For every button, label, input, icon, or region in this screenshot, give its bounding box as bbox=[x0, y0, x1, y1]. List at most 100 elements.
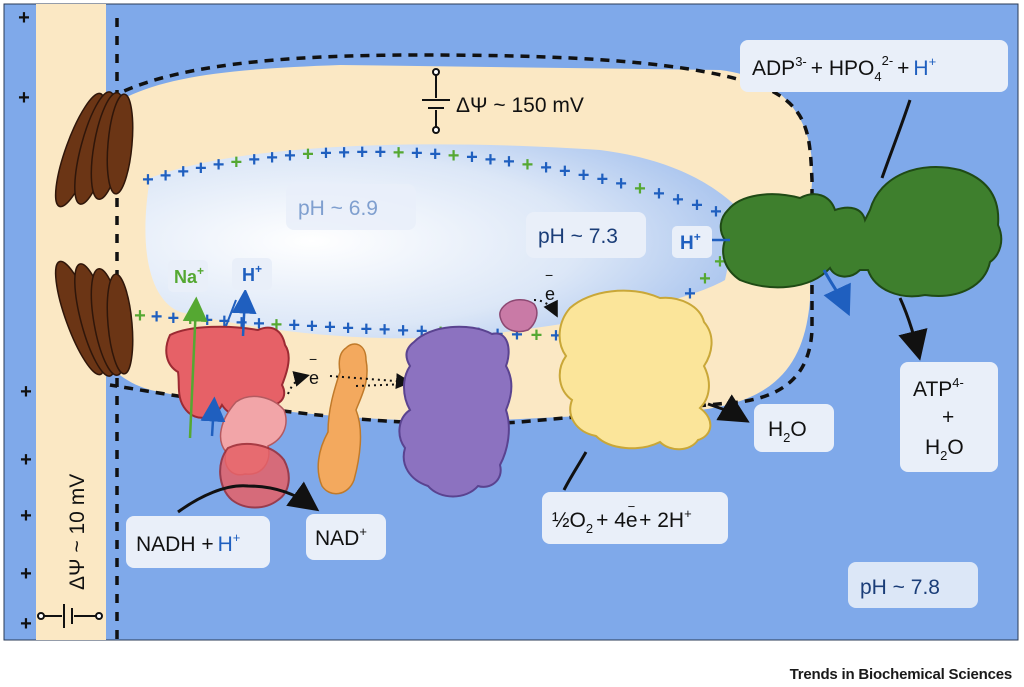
plus-sign: + bbox=[151, 306, 163, 328]
plus-sign: + bbox=[253, 313, 265, 335]
plus-sign: + bbox=[18, 87, 30, 109]
electron-path-4 bbox=[533, 299, 558, 318]
delta-psi-outer-label: ΔΨ ~ 10 mV bbox=[66, 474, 89, 590]
journal-credit: Trends in Biochemical Sciences bbox=[789, 666, 1013, 683]
oxygen-equation-box bbox=[542, 492, 728, 544]
plus-sign: + bbox=[578, 164, 590, 186]
electron-label-2: e bbox=[545, 284, 555, 304]
complex-iii bbox=[398, 325, 513, 498]
plus-sign: + bbox=[195, 157, 207, 179]
ph-ims-label: pH ~ 7.3 bbox=[538, 225, 618, 248]
plus-sign: + bbox=[448, 145, 460, 167]
plus-sign: + bbox=[356, 142, 368, 164]
plus-sign: + bbox=[615, 173, 627, 195]
sodium-label: Na+ bbox=[174, 264, 204, 287]
h-plus-synthase-box bbox=[672, 226, 712, 258]
plus-sign: + bbox=[248, 149, 260, 171]
plus-sign: + bbox=[213, 154, 225, 176]
oxygen-equation: ½O2+ 4e−+ 2H+ bbox=[552, 499, 692, 536]
plus-sign: + bbox=[18, 7, 30, 29]
electron-path-2 bbox=[329, 373, 412, 390]
water-arrow bbox=[707, 394, 750, 423]
electron-label-1: e bbox=[309, 368, 319, 388]
plus-sign: + bbox=[177, 161, 189, 183]
adp-equation: ADP3-+ HPO42-+H+ bbox=[752, 53, 936, 84]
plus-sign: + bbox=[416, 321, 428, 343]
cytochrome-c bbox=[499, 299, 538, 333]
proton-inward-arrow bbox=[200, 396, 226, 437]
water-label: H2O bbox=[768, 418, 807, 445]
plus-sign: + bbox=[218, 311, 230, 333]
adp-equation-box bbox=[740, 40, 1008, 92]
delta-psi-inner-label: ΔΨ ~ 150 mV bbox=[456, 94, 584, 117]
adp-arrow bbox=[880, 99, 912, 179]
plus-sign: + bbox=[511, 324, 523, 346]
atp-water: H2O bbox=[925, 436, 964, 463]
plus-sign: + bbox=[20, 449, 32, 471]
plus-sign: + bbox=[379, 319, 391, 341]
electron-bar-1: − bbox=[309, 351, 317, 367]
plus-sign: + bbox=[653, 183, 665, 205]
atp-synthase bbox=[719, 165, 1003, 298]
nad-label: NAD+ bbox=[315, 524, 367, 550]
plus-sign: + bbox=[167, 307, 179, 329]
oxygen-arrow bbox=[562, 451, 588, 491]
plus-sign: + bbox=[684, 283, 696, 305]
plus-sign: + bbox=[320, 143, 332, 165]
ph-matrix-box bbox=[848, 562, 978, 608]
plus-sign: + bbox=[397, 320, 409, 342]
atp-plus: + bbox=[942, 406, 954, 429]
plus-sign: + bbox=[231, 151, 243, 173]
electron-path-3 bbox=[355, 383, 409, 387]
atp-arrow bbox=[898, 297, 928, 361]
ph-intracristal-box bbox=[286, 184, 416, 230]
h-plus-label-box bbox=[232, 258, 272, 290]
membrane-charge-right: +++ bbox=[684, 251, 726, 305]
plus-sign: + bbox=[20, 505, 32, 527]
plus-sign: + bbox=[20, 381, 32, 403]
plus-sign: + bbox=[338, 142, 350, 164]
plus-sign: + bbox=[550, 325, 562, 347]
plus-sign: + bbox=[134, 305, 146, 327]
h-plus-label: H+ bbox=[242, 262, 262, 285]
electron-bar-2: − bbox=[545, 267, 553, 283]
plus-sign: + bbox=[596, 169, 608, 191]
plus-sign: + bbox=[699, 268, 711, 290]
mic60-complex-top bbox=[54, 91, 134, 208]
atp-equation-box bbox=[900, 362, 998, 472]
sodium-flow-arrow bbox=[182, 296, 208, 439]
plus-sign: + bbox=[266, 147, 278, 169]
plus-sign: + bbox=[271, 314, 283, 336]
water-box bbox=[754, 404, 834, 452]
plus-sign: + bbox=[142, 169, 154, 191]
electron-path-1 bbox=[287, 371, 310, 395]
mic60-complex-bottom bbox=[54, 260, 134, 377]
plus-sign: + bbox=[672, 189, 684, 211]
ph-ims-box bbox=[526, 212, 646, 258]
plus-sign: + bbox=[20, 563, 32, 585]
outer-membrane-charge: + + + + + + + bbox=[18, 7, 32, 635]
h-plus-synthase-label: H+ bbox=[680, 230, 701, 254]
sodium-label-box bbox=[168, 260, 208, 292]
plus-sign: + bbox=[466, 147, 478, 169]
plus-sign: + bbox=[288, 315, 300, 337]
proton-outward-arrow bbox=[231, 288, 257, 337]
plus-sign: + bbox=[20, 613, 32, 635]
plus-sign: + bbox=[634, 178, 646, 200]
plus-sign: + bbox=[160, 165, 172, 187]
plus-sign: + bbox=[302, 144, 314, 166]
plus-sign: + bbox=[393, 142, 405, 164]
plus-sign: + bbox=[429, 144, 441, 166]
plus-sign: + bbox=[236, 312, 248, 334]
atp-label: ATP4- bbox=[913, 375, 964, 401]
plus-sign: + bbox=[710, 201, 722, 223]
coenzyme-q-shape bbox=[317, 343, 368, 495]
membrane-charge-top: ++++++++++++++++++++++++++++++++ bbox=[142, 142, 722, 223]
plus-sign: + bbox=[375, 142, 387, 164]
plus-sign: + bbox=[342, 317, 354, 339]
plus-sign: + bbox=[522, 154, 534, 176]
battery-icon-outer bbox=[37, 604, 103, 628]
plus-sign: + bbox=[411, 143, 423, 165]
complex-i bbox=[165, 325, 290, 509]
